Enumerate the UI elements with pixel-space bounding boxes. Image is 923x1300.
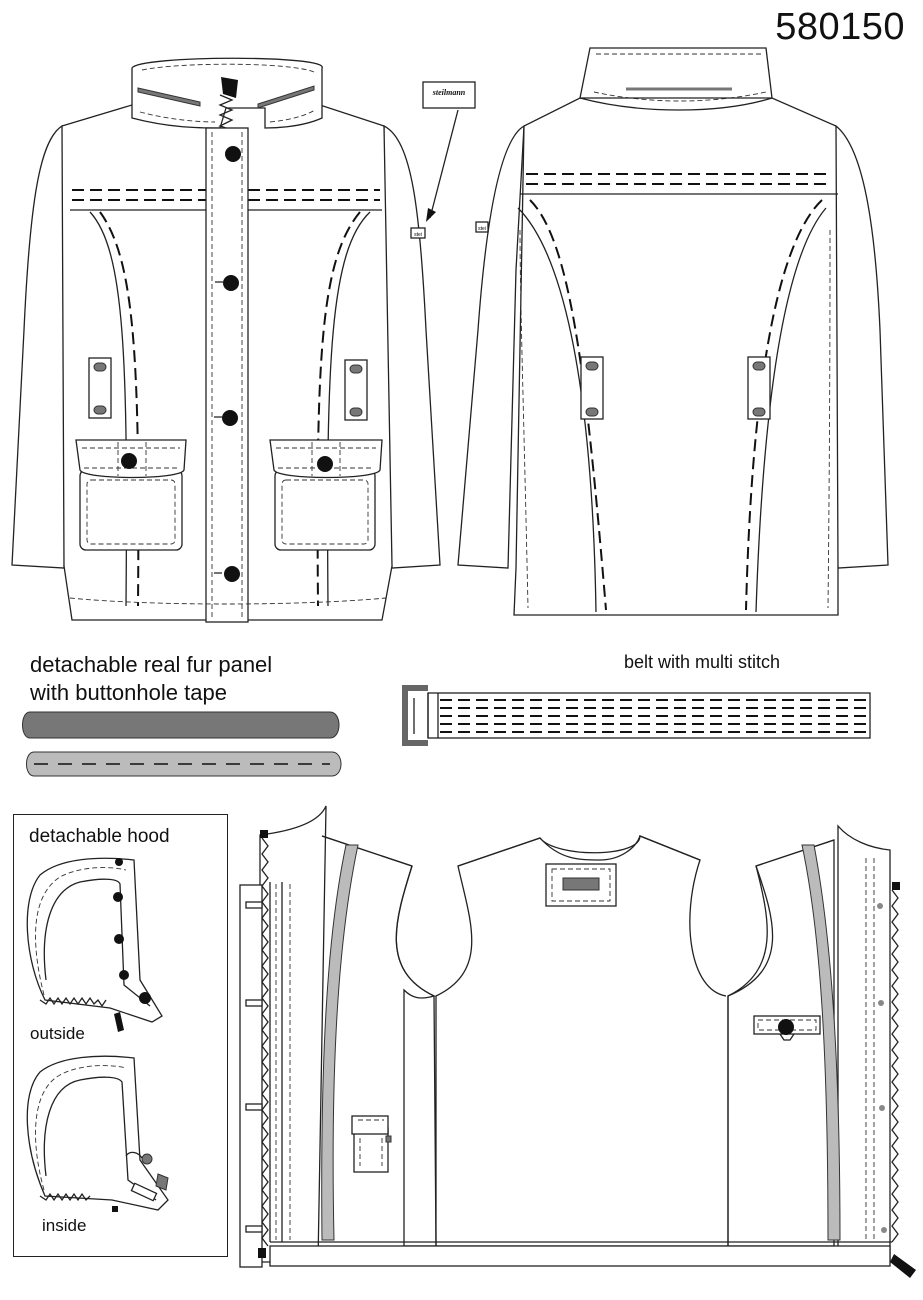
jacket-front-view: stei (11, 57, 441, 623)
brand-label: steilmann (432, 88, 466, 97)
sleeve-tag-text: stei (414, 232, 422, 238)
front-left-sleeve (11, 124, 73, 569)
jacket-back-view: stei (457, 47, 889, 616)
svg-text:stei: stei (478, 226, 486, 232)
hood-inside-label: inside (42, 1216, 87, 1235)
hood-detail-panel (13, 814, 228, 1257)
button (223, 275, 239, 291)
style-number: 580150 (775, 6, 905, 48)
fur-panels (22, 711, 342, 777)
hood-outside-label: outside (30, 1024, 85, 1043)
fur-panel-label-line2: with buttonhole tape (30, 680, 227, 705)
belt-label: belt with multi stitch (624, 652, 781, 672)
button (225, 146, 241, 162)
belt (402, 685, 871, 746)
jacket-inside-view (239, 805, 916, 1278)
hood-title: detachable hood (29, 826, 170, 847)
fur-panel-label-line1: detachable real fur panel (30, 652, 273, 677)
button (222, 410, 238, 426)
button (224, 566, 240, 582)
brand-label-callout (422, 81, 476, 222)
hood-outside (26, 857, 163, 1032)
hood-inside (26, 1055, 169, 1212)
front-right-sleeve (381, 124, 441, 569)
